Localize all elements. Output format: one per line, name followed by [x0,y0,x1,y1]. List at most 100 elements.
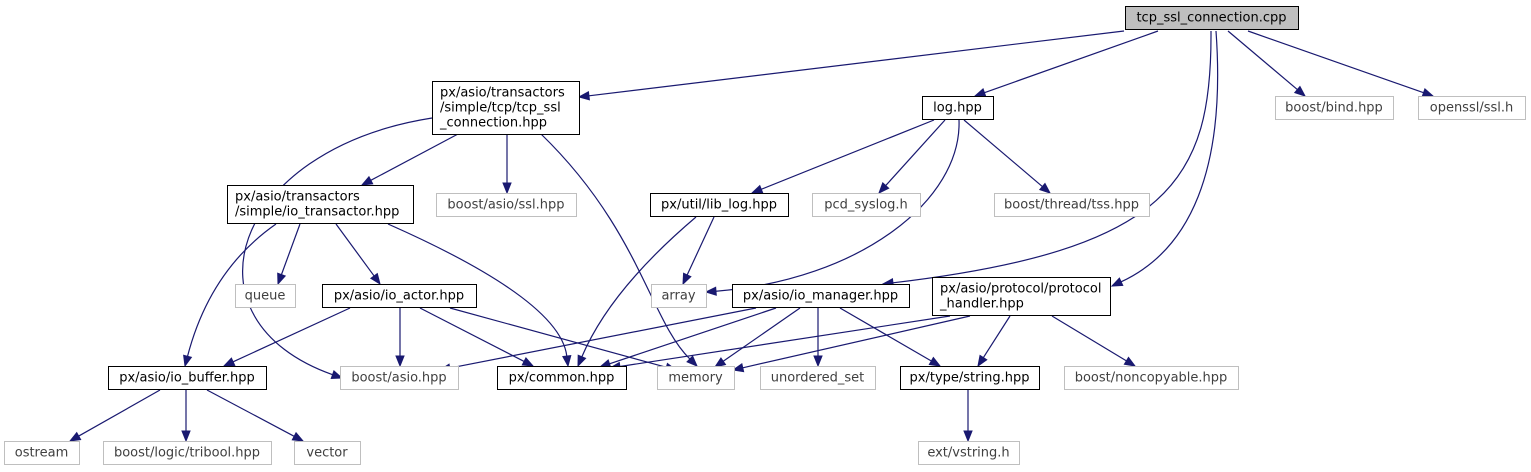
node-box[interactable] [650,193,789,217]
node-openssl[interactable]: openssl/ssl.h [1418,96,1526,120]
node-iomgr[interactable]: px/asio/io_manager.hpp [732,284,910,308]
node-tribool[interactable]: boost/logic/tribool.hpp [103,441,272,465]
edge-line [963,119,1043,187]
node-tcpssl[interactable]: px/asio/transactors/simple/tcp/tcp_ssl_c… [432,81,580,135]
node-label: boost/logic/tribool.hpp [114,446,260,461]
edge-iotrans-to-common [387,223,572,368]
edge-tcpssl-to-basio [242,117,433,379]
edge-line [370,133,459,181]
node-box[interactable] [322,284,477,308]
node-label: boost/asio.hpp [351,371,446,386]
node-bssl[interactable]: boost/asio/ssl.hpp [436,193,577,217]
node-string[interactable]: px/type/string.hpp [900,366,1040,390]
edge-line [449,307,757,369]
edge-arrowhead [562,355,572,368]
edge-arrowhead [963,430,973,443]
node-box[interactable] [651,284,707,308]
node-box[interactable] [657,366,735,390]
node-box[interactable] [436,193,577,217]
node-box[interactable] [235,284,296,308]
node-box[interactable] [4,441,80,465]
edge-arrowhead [521,356,535,367]
edge-line [619,315,951,368]
node-vector[interactable]: vector [294,441,361,465]
node-box[interactable] [932,277,1111,316]
node-unord[interactable]: unordered_set [760,366,876,390]
node-box[interactable] [994,193,1150,217]
edge-line [722,307,801,362]
edge-arrowhead [222,357,236,367]
edge-iotrans-to-ioactor [335,223,381,286]
edge-line [686,216,715,276]
edge-line [280,223,301,275]
node-box[interactable] [108,366,267,390]
node-label: array [661,289,695,304]
node-log[interactable]: log.hpp [922,96,994,120]
node-box[interactable] [432,81,580,135]
node-ostream[interactable]: ostream [4,441,80,465]
node-box[interactable] [340,366,459,390]
node-box[interactable] [294,441,361,465]
edge-iotrans-to-queue [277,223,301,286]
edge-line [1247,30,1424,94]
node-label: /simple/io_transactor.hpp [235,205,399,220]
node-label: _handler.hpp [939,297,1024,312]
node-array[interactable]: array [651,284,707,308]
node-box[interactable] [922,96,994,120]
node-vstring[interactable]: ext/vstring.h [918,441,1020,465]
edge-arrowhead [813,355,823,368]
edge-arrowhead [1293,85,1307,97]
edge-iobuf-to-ostream [68,389,161,442]
edge-proto-to-common [608,315,951,372]
node-proto[interactable]: px/asio/protocol/protocol_handler.hpp [932,277,1111,316]
node-iotrans[interactable]: px/asio/transactors/simple/io_transactor… [227,185,414,224]
node-root[interactable]: tcp_ssl_connection.cpp [1125,6,1299,30]
edge-proto-to-noncopy [1051,315,1137,367]
node-box[interactable] [1125,6,1299,30]
node-bbind[interactable]: boost/bind.hpp [1275,96,1394,120]
node-box[interactable] [1275,96,1394,120]
node-box[interactable] [1418,96,1526,120]
node-ioactor[interactable]: px/asio/io_actor.hpp [322,284,477,308]
node-label: queue [245,289,286,304]
node-queue[interactable]: queue [235,284,296,308]
edge-line [982,315,1011,358]
edge-arrowhead [291,431,305,442]
edge-iomgr-to-unord [813,308,823,368]
file-nodes: tcp_ssl_connection.cpp px/asio/transactor… [4,6,1526,465]
node-pcd[interactable]: pcd_syslog.h [812,193,921,217]
node-box[interactable] [227,185,414,224]
edge-arrowhead [577,354,587,368]
edge-iomgr-to-basio [438,307,757,373]
node-label: px/asio/transactors [235,190,360,205]
node-iobuf[interactable]: px/asio/io_buffer.hpp [108,366,267,390]
node-box[interactable] [103,441,272,465]
node-common[interactable]: px/common.hpp [497,366,627,390]
edge-line [839,307,932,362]
edge-arrowhead [1421,88,1435,97]
node-basio[interactable]: boost/asio.hpp [340,366,459,390]
edge-line [761,119,935,190]
edge-log-to-tss [963,119,1052,194]
node-box[interactable] [1064,366,1239,390]
edge-line [588,30,1125,97]
node-box[interactable] [918,441,1020,465]
edge-tcpssl-to-memory [540,133,698,367]
edge-arrowhead [686,355,698,367]
edge-tcpssl-to-bssl [502,134,512,195]
node-box[interactable] [760,366,876,390]
node-liblog[interactable]: px/util/lib_log.hpp [650,193,789,217]
node-box[interactable] [812,193,921,217]
node-box[interactable] [732,284,910,308]
node-memory[interactable]: memory [657,366,735,390]
node-box[interactable] [497,366,627,390]
edge-line [335,223,375,277]
node-noncopy[interactable]: boost/noncopyable.hpp [1064,366,1239,390]
node-label: px/asio/io_manager.hpp [743,289,898,304]
node-tss[interactable]: boost/thread/tss.hpp [994,193,1150,217]
edge-arrowhead [360,175,374,186]
node-label: boost/bind.hpp [1285,101,1383,116]
edge-root-to-openssl [1247,30,1435,97]
node-label: pcd_syslog.h [824,198,908,213]
node-box[interactable] [900,366,1040,390]
